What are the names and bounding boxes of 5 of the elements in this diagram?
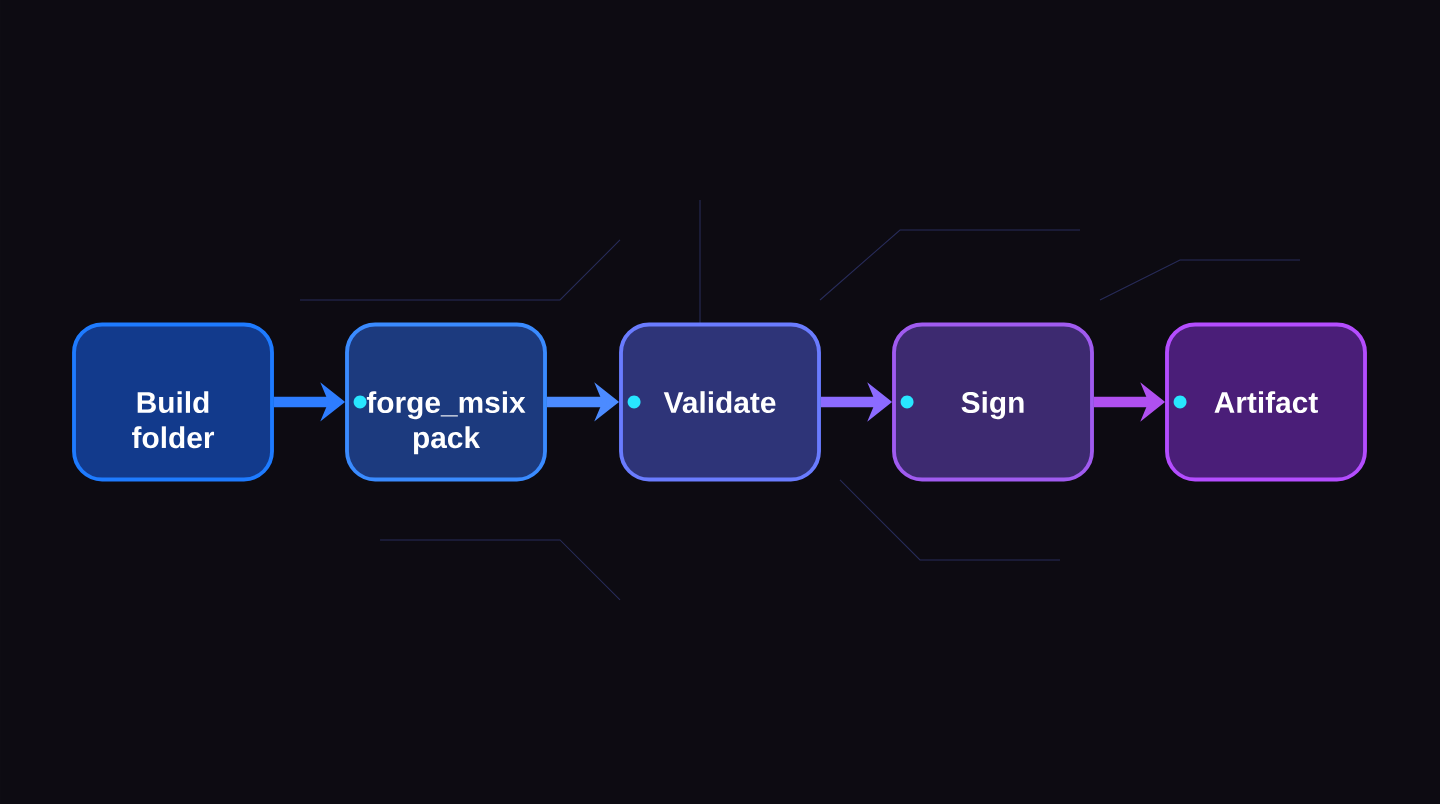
process-box: Validate — [619, 322, 821, 482]
process-box: Sign — [892, 322, 1094, 482]
process-box: Artifact — [1165, 322, 1367, 482]
process-box: forge_msix pack — [345, 322, 547, 482]
process-box: Build folder — [72, 322, 274, 482]
